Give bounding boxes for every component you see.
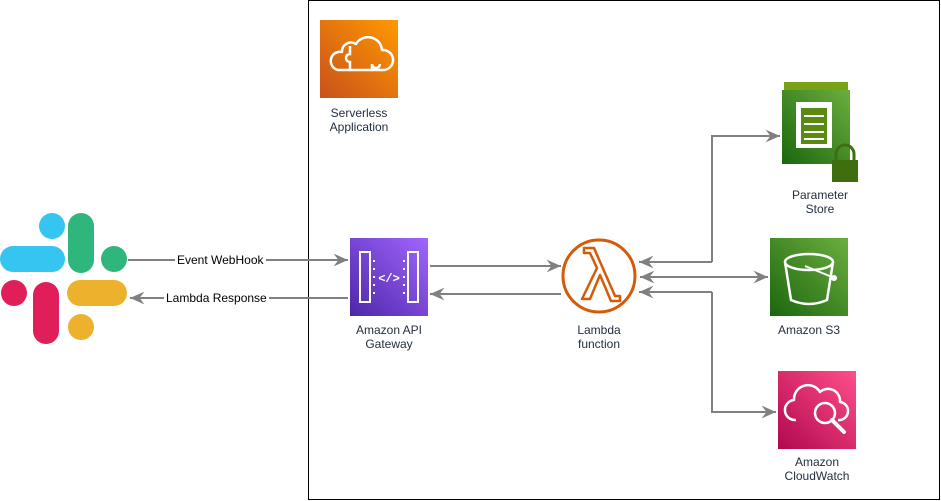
svg-text:</>: </> [378,272,400,286]
edge-lambda-to-cloudwatch [711,292,776,419]
lambda-response-label: Lambda Response [164,291,269,305]
cloudwatch-icon [778,371,856,449]
slack-logo-icon [0,213,127,344]
event-webhook-label: Event WebHook [175,253,266,267]
cloudwatch-label: Amazon CloudWatch [784,455,850,483]
serverless-application-icon [320,20,398,98]
api-gateway-label: Amazon API Gateway [355,323,423,351]
edge-lambda-to-parameter-store [711,129,780,262]
application-boundary [308,0,940,500]
parameter-store-icon [782,82,858,182]
boundary-label: Serverless Application [329,106,389,134]
edges [128,129,780,419]
api-gateway-icon: </> [350,238,428,316]
lambda-icon [561,238,637,314]
s3-bucket-icon [770,238,848,316]
parameter-store-label: Parameter Store [791,188,849,216]
lambda-label: Lambda function [577,323,621,351]
s3-label: Amazon S3 [777,323,841,337]
